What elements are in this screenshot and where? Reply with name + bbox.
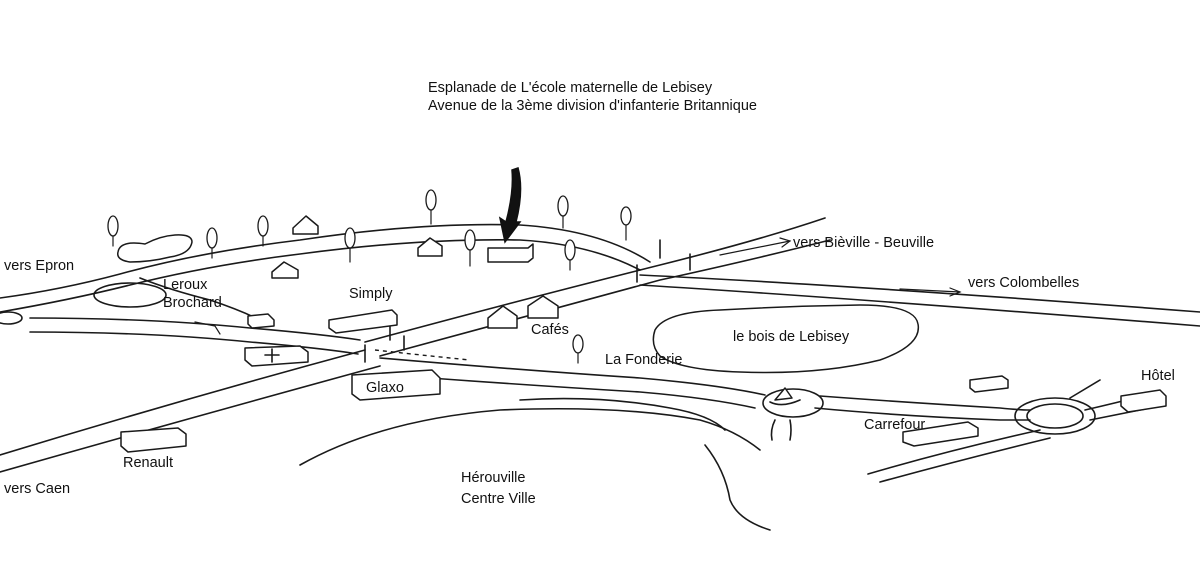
tree-icon xyxy=(344,227,356,263)
pharmacy-cross-icon xyxy=(264,348,280,363)
small-pond xyxy=(117,234,193,263)
map-title-line2: Avenue de la 3ème division d'infanterie … xyxy=(428,98,757,114)
label-vers-caen: vers Caen xyxy=(4,481,70,497)
tree-icon xyxy=(557,195,569,229)
cafe-house-icon xyxy=(487,305,518,329)
arrow-down-icon xyxy=(498,167,522,244)
buildings xyxy=(120,215,1167,453)
road-posts xyxy=(364,239,691,363)
roundabout-hotel-outer xyxy=(1014,397,1096,435)
tree-icon xyxy=(564,239,576,271)
label-simply: Simply xyxy=(349,286,393,302)
label-brochard: Brochard xyxy=(163,295,222,311)
tree-icon xyxy=(572,334,584,364)
glaxo-building xyxy=(351,369,441,401)
trees xyxy=(107,189,632,364)
tree-icon xyxy=(464,229,476,267)
tree-icon xyxy=(425,189,437,225)
school-building xyxy=(487,243,534,263)
simply-building xyxy=(328,309,398,334)
map-title-line1: Esplanade de L'école maternelle de Lebis… xyxy=(428,80,713,96)
small-building xyxy=(247,313,275,329)
label-cafes: Cafés xyxy=(531,322,569,338)
label-herouville: Hérouville xyxy=(461,470,525,486)
house-icon xyxy=(292,215,319,235)
label-glaxo: Glaxo xyxy=(366,380,404,396)
cafe-house-icon xyxy=(527,295,559,319)
hotel-building xyxy=(1120,389,1167,413)
carrefour-building xyxy=(902,421,979,447)
boat-sculpture-icon xyxy=(769,387,801,406)
label-vers-epron: vers Epron xyxy=(4,258,74,274)
roundabout-lebisey xyxy=(762,388,824,418)
label-bois-de-lebisey: le bois de Lebisey xyxy=(733,329,850,345)
bois-de-lebisey-outline xyxy=(652,304,920,374)
tree-icon xyxy=(620,206,632,241)
tree-icon xyxy=(107,215,119,247)
roundabout-hotel xyxy=(1026,403,1084,429)
tree-icon xyxy=(257,215,269,247)
tree-icon xyxy=(206,227,218,259)
house-icon xyxy=(271,261,299,279)
label-leroux: Leroux xyxy=(163,277,208,293)
label-la-fonderie: La Fonderie xyxy=(605,352,682,368)
direction-arrows xyxy=(719,237,962,297)
renault-building xyxy=(120,427,187,453)
label-vers-bieville: vers Bièville - Beuville xyxy=(793,235,934,251)
roads xyxy=(0,217,1200,531)
house-icon xyxy=(417,237,443,257)
roundabout-epron xyxy=(93,282,167,308)
pharmacy-building xyxy=(244,345,309,367)
small-building xyxy=(969,375,1009,393)
label-hotel: Hôtel xyxy=(1141,368,1175,384)
label-centre-ville: Centre Ville xyxy=(461,491,536,507)
label-renault: Renault xyxy=(123,455,173,471)
label-vers-colombelles: vers Colombelles xyxy=(968,275,1079,291)
roundabout-left-edge xyxy=(0,311,23,325)
label-carrefour: Carrefour xyxy=(864,417,925,433)
